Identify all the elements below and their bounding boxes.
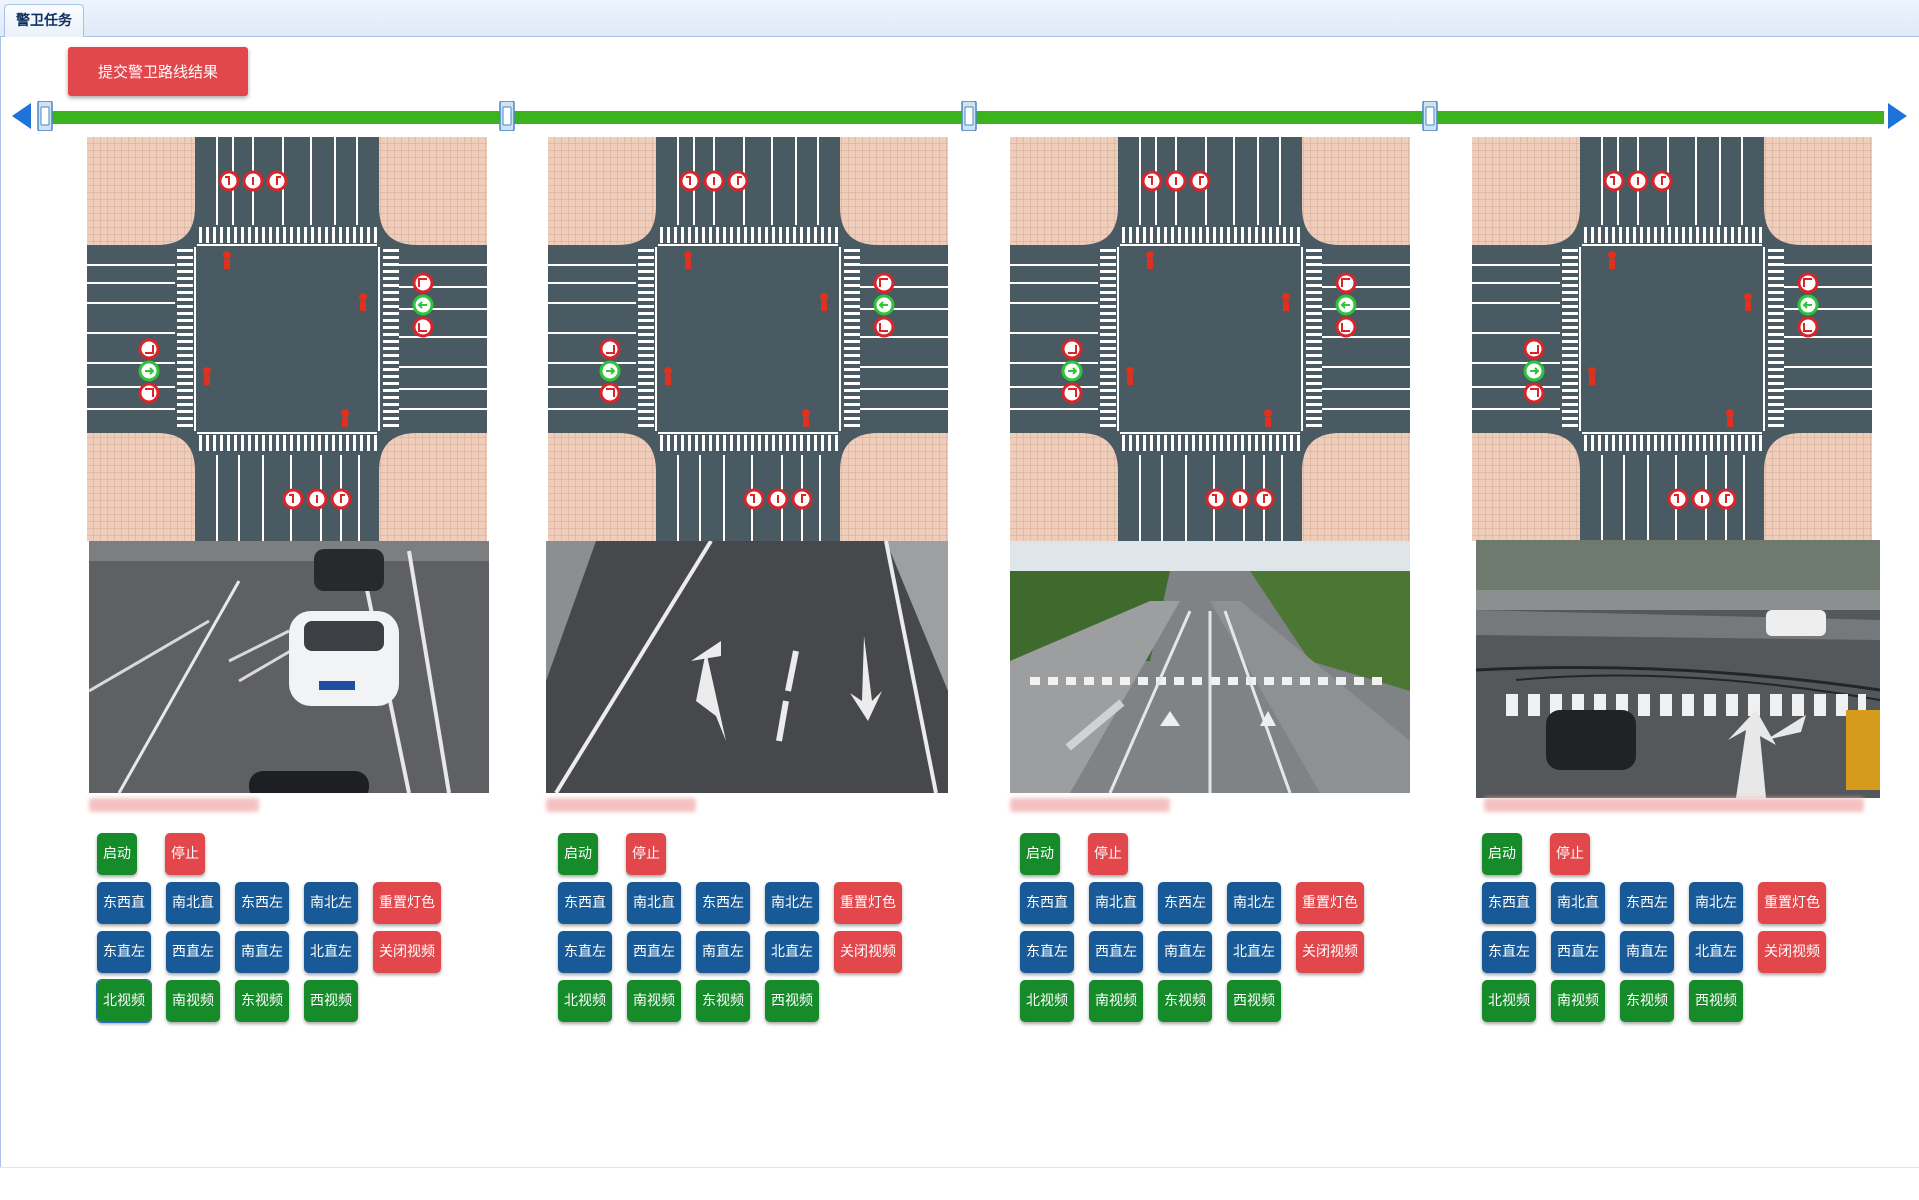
- intersection-diagram: [548, 137, 948, 541]
- reset-light-button[interactable]: 重置灯色: [1758, 882, 1826, 924]
- waypoint-handle-icon[interactable]: [498, 101, 516, 131]
- camera-caption: [89, 798, 259, 812]
- timeline-right-arrow-icon[interactable]: [1888, 103, 1907, 129]
- n-straight-left-button[interactable]: 北直左: [1689, 931, 1743, 973]
- ew-left-button[interactable]: 东西左: [1158, 882, 1212, 924]
- s-straight-left-button[interactable]: 南直左: [1620, 931, 1674, 973]
- close-video-button[interactable]: 关闭视频: [834, 931, 902, 973]
- ns-straight-button[interactable]: 南北直: [166, 882, 220, 924]
- intersection-panel-1: 启动 停止 东西直 南北直 东西左 南北左 重置灯色 东直左 西直左 南直左 北…: [87, 137, 507, 1037]
- intersection-diagram: [1010, 137, 1410, 541]
- south-video-button[interactable]: 南视频: [1551, 980, 1605, 1022]
- waypoint-handle-icon[interactable]: [1421, 101, 1439, 131]
- intersection-panel-4: 启动 停止 东西直 南北直 东西左 南北左 重置灯色 东直左 西直左 南直左 北…: [1472, 137, 1892, 1037]
- ew-straight-button[interactable]: 东西直: [1482, 882, 1536, 924]
- west-video-button[interactable]: 西视频: [304, 980, 358, 1022]
- ns-left-button[interactable]: 南北左: [765, 882, 819, 924]
- ns-left-button[interactable]: 南北左: [1689, 882, 1743, 924]
- ns-left-button[interactable]: 南北左: [304, 882, 358, 924]
- waypoint-handle-icon[interactable]: [960, 101, 978, 131]
- ew-straight-button[interactable]: 东西直: [97, 882, 151, 924]
- intersection-diagram: [87, 137, 487, 541]
- e-straight-left-button[interactable]: 东直左: [1482, 931, 1536, 973]
- n-straight-left-button[interactable]: 北直左: [765, 931, 819, 973]
- w-straight-left-button[interactable]: 西直左: [166, 931, 220, 973]
- start-button[interactable]: 启动: [1482, 833, 1522, 875]
- ns-left-button[interactable]: 南北左: [1227, 882, 1281, 924]
- stop-button[interactable]: 停止: [165, 833, 205, 875]
- tab-bar: 警卫任务: [0, 0, 1919, 37]
- e-straight-left-button[interactable]: 东直左: [558, 931, 612, 973]
- east-video-button[interactable]: 东视频: [1158, 980, 1212, 1022]
- intersection-panel-3: 启动 停止 东西直 南北直 东西左 南北左 重置灯色 东直左 西直左 南直左 北…: [1010, 137, 1430, 1037]
- camera-caption: [546, 798, 696, 812]
- bottom-border: [0, 1167, 1919, 1168]
- south-video-button[interactable]: 南视频: [627, 980, 681, 1022]
- ew-left-button[interactable]: 东西左: [1620, 882, 1674, 924]
- camera-video: [1476, 540, 1880, 798]
- south-video-button[interactable]: 南视频: [1089, 980, 1143, 1022]
- n-straight-left-button[interactable]: 北直左: [1227, 931, 1281, 973]
- n-straight-left-button[interactable]: 北直左: [304, 931, 358, 973]
- east-video-button[interactable]: 东视频: [235, 980, 289, 1022]
- reset-light-button[interactable]: 重置灯色: [373, 882, 441, 924]
- ew-left-button[interactable]: 东西左: [696, 882, 750, 924]
- s-straight-left-button[interactable]: 南直左: [1158, 931, 1212, 973]
- camera-caption: [1010, 798, 1170, 812]
- camera-caption: [1484, 798, 1864, 812]
- timeline-left-arrow-icon[interactable]: [12, 103, 31, 129]
- east-video-button[interactable]: 东视频: [1620, 980, 1674, 1022]
- ew-straight-button[interactable]: 东西直: [558, 882, 612, 924]
- w-straight-left-button[interactable]: 西直左: [627, 931, 681, 973]
- left-border: [0, 37, 1, 1167]
- intersection-diagram: [1472, 137, 1872, 541]
- camera-video: [1010, 541, 1410, 793]
- reset-light-button[interactable]: 重置灯色: [1296, 882, 1364, 924]
- close-video-button[interactable]: 关闭视频: [1296, 931, 1364, 973]
- s-straight-left-button[interactable]: 南直左: [235, 931, 289, 973]
- north-video-button[interactable]: 北视频: [1482, 980, 1536, 1022]
- stop-button[interactable]: 停止: [1088, 833, 1128, 875]
- s-straight-left-button[interactable]: 南直左: [696, 931, 750, 973]
- ns-straight-button[interactable]: 南北直: [1551, 882, 1605, 924]
- west-video-button[interactable]: 西视频: [1227, 980, 1281, 1022]
- north-video-button[interactable]: 北视频: [96, 979, 152, 1023]
- ns-straight-button[interactable]: 南北直: [627, 882, 681, 924]
- ew-left-button[interactable]: 东西左: [235, 882, 289, 924]
- north-video-button[interactable]: 北视频: [558, 980, 612, 1022]
- intersection-panel-2: 启动 停止 东西直 南北直 东西左 南北左 重置灯色 东直左 西直左 南直左 北…: [546, 137, 968, 1037]
- ew-straight-button[interactable]: 东西直: [1020, 882, 1074, 924]
- stop-button[interactable]: 停止: [626, 833, 666, 875]
- ns-straight-button[interactable]: 南北直: [1089, 882, 1143, 924]
- start-button[interactable]: 启动: [558, 833, 598, 875]
- south-video-button[interactable]: 南视频: [166, 980, 220, 1022]
- w-straight-left-button[interactable]: 西直左: [1089, 931, 1143, 973]
- camera-video: [89, 541, 489, 793]
- west-video-button[interactable]: 西视频: [765, 980, 819, 1022]
- west-video-button[interactable]: 西视频: [1689, 980, 1743, 1022]
- close-video-button[interactable]: 关闭视频: [1758, 931, 1826, 973]
- submit-route-button[interactable]: 提交警卫路线结果: [68, 47, 248, 96]
- north-video-button[interactable]: 北视频: [1020, 980, 1074, 1022]
- start-button[interactable]: 启动: [97, 833, 137, 875]
- reset-light-button[interactable]: 重置灯色: [834, 882, 902, 924]
- camera-video: [546, 541, 948, 793]
- w-straight-left-button[interactable]: 西直左: [1551, 931, 1605, 973]
- e-straight-left-button[interactable]: 东直左: [97, 931, 151, 973]
- e-straight-left-button[interactable]: 东直左: [1020, 931, 1074, 973]
- tab-escort-task[interactable]: 警卫任务: [4, 4, 84, 37]
- east-video-button[interactable]: 东视频: [696, 980, 750, 1022]
- close-video-button[interactable]: 关闭视频: [373, 931, 441, 973]
- start-button[interactable]: 启动: [1020, 833, 1060, 875]
- waypoint-handle-icon[interactable]: [36, 101, 54, 131]
- stop-button[interactable]: 停止: [1550, 833, 1590, 875]
